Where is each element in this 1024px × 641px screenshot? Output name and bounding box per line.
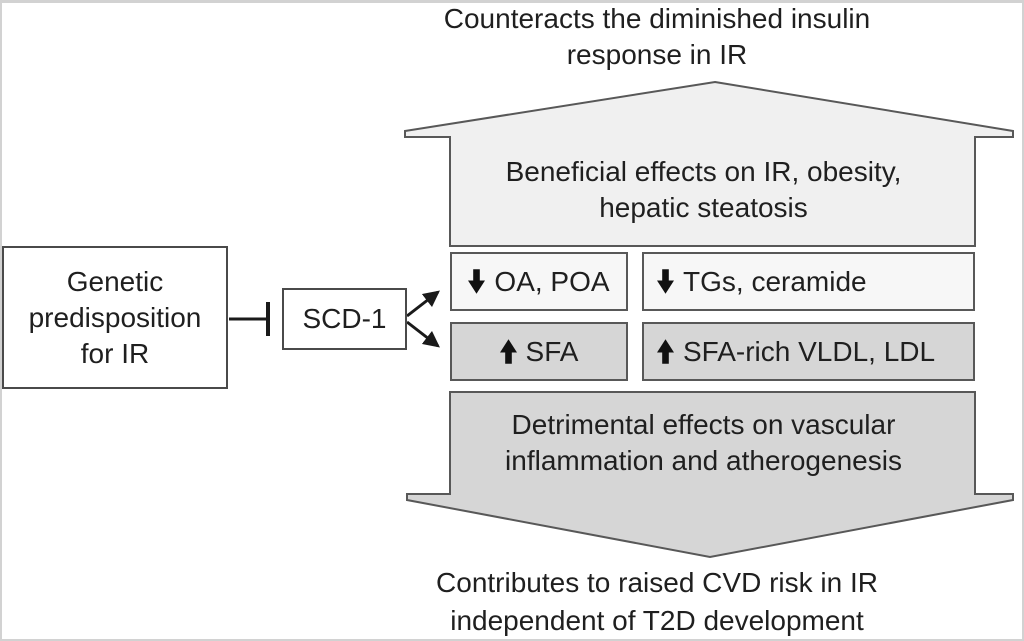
beneficial-effects-line1: Beneficial effects on IR, obesity,: [505, 155, 902, 187]
effect-box-sfa-rich-vldl-ldl: SFA-rich VLDL, LDL: [642, 322, 975, 381]
detrimental-effects-line2: inflammation and atherogenesis: [505, 445, 902, 476]
effect-box-oa-poa: OA, POA: [450, 252, 628, 311]
effect-label: TGs, ceramide: [683, 265, 867, 297]
effect-label: SFA: [525, 335, 579, 367]
down-block-arrow: [406, 391, 1014, 559]
up-arrow-icon: [657, 339, 674, 364]
down-arrow-icon: [468, 269, 486, 294]
top-caption: Counteracts the diminished insulin respo…: [292, 1, 1022, 73]
effect-label: OA, POA: [494, 265, 610, 297]
bottom-caption-line1: Contributes to raised CVD risk in IR: [436, 567, 878, 598]
effect-box-tgs-ceramide: TGs, ceramide: [642, 252, 975, 311]
down-arrow-icon: [657, 269, 674, 294]
scd1-label: SCD-1: [302, 303, 387, 334]
detrimental-effects-label: Detrimental effects on vascular inflamma…: [450, 392, 975, 494]
effect-box-sfa: SFA: [450, 322, 628, 381]
scd1-box: SCD-1: [282, 288, 407, 350]
beneficial-effects-line2: hepatic steatosis: [599, 191, 808, 223]
beneficial-effects-label: Beneficial effects on IR, obesity, hepat…: [450, 133, 975, 246]
detrimental-effects-line1: Detrimental effects on vascular: [511, 409, 896, 440]
inhibition-connector: [229, 302, 270, 336]
genetic-box-line3: for IR: [80, 337, 150, 369]
genetic-predisposition-box: Genetic predisposition for IR: [2, 246, 228, 389]
scd1-to-oa-poa-arrow: [406, 290, 440, 318]
up-arrow-icon: [499, 339, 517, 364]
bottom-caption: Contributes to raised CVD risk in IR ind…: [292, 564, 1022, 640]
scd1-to-sfa-arrow: [406, 320, 440, 348]
effect-label: SFA-rich VLDL, LDL: [683, 335, 936, 367]
top-caption-line2: response in IR: [566, 39, 748, 70]
genetic-box-line2: predisposition: [28, 301, 202, 333]
top-caption-line1: Counteracts the diminished insulin: [443, 3, 871, 34]
up-block-arrow: [404, 80, 1014, 247]
bottom-caption-line2: independent of T2D development: [450, 605, 864, 636]
genetic-box-line1: Genetic: [66, 265, 164, 297]
